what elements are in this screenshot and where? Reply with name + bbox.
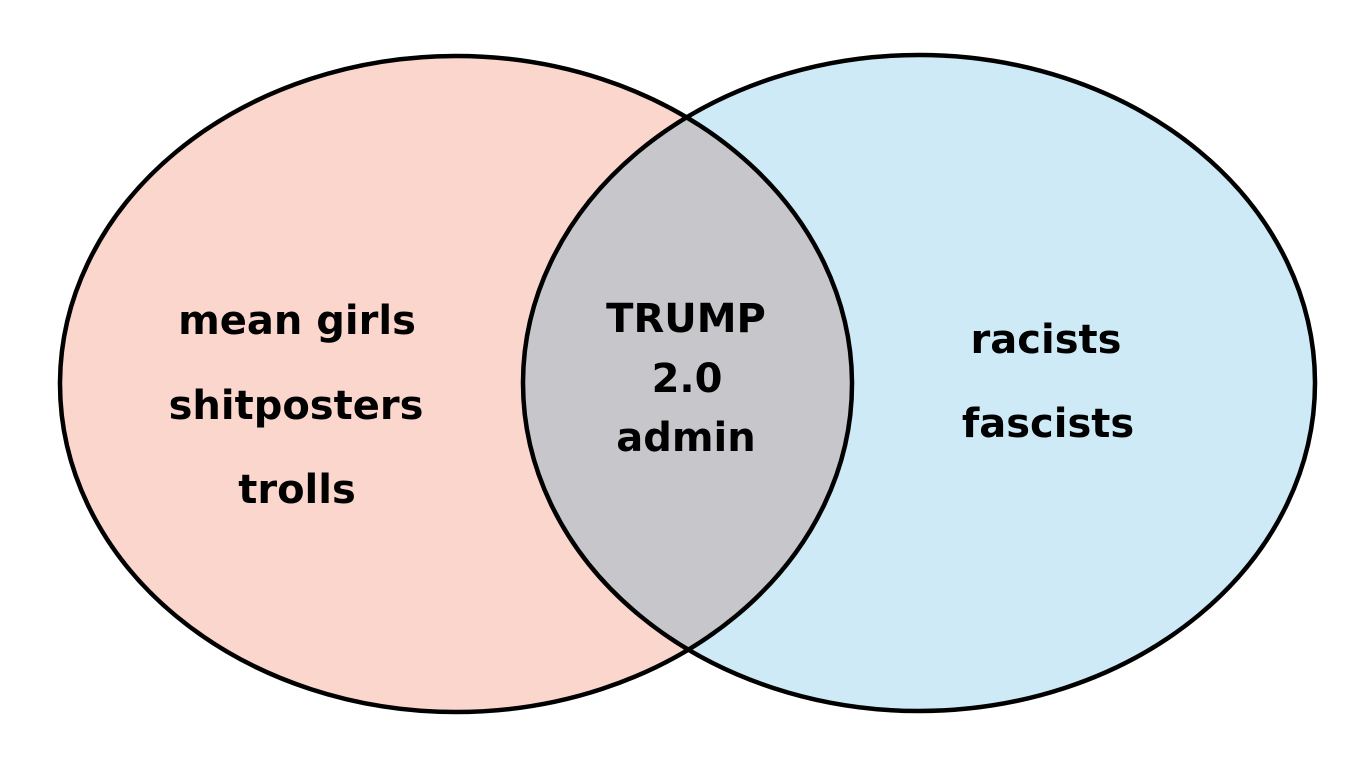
intersection-region [523, 56, 852, 711]
intersection-label-3: admin [616, 415, 756, 461]
intersection-label-2: 2.0 [652, 356, 723, 402]
right-set-label-2: fascists [962, 401, 1134, 447]
left-set-label-3: trolls [238, 467, 356, 513]
intersection-label-1: TRUMP [606, 296, 766, 342]
left-set-label-2: shitposters [169, 383, 424, 429]
left-set-label-1: mean girls [178, 298, 416, 344]
right-set-outline [520, 52, 1318, 714]
left-set-outline [57, 53, 855, 715]
right-set-label-1: racists [971, 317, 1122, 363]
